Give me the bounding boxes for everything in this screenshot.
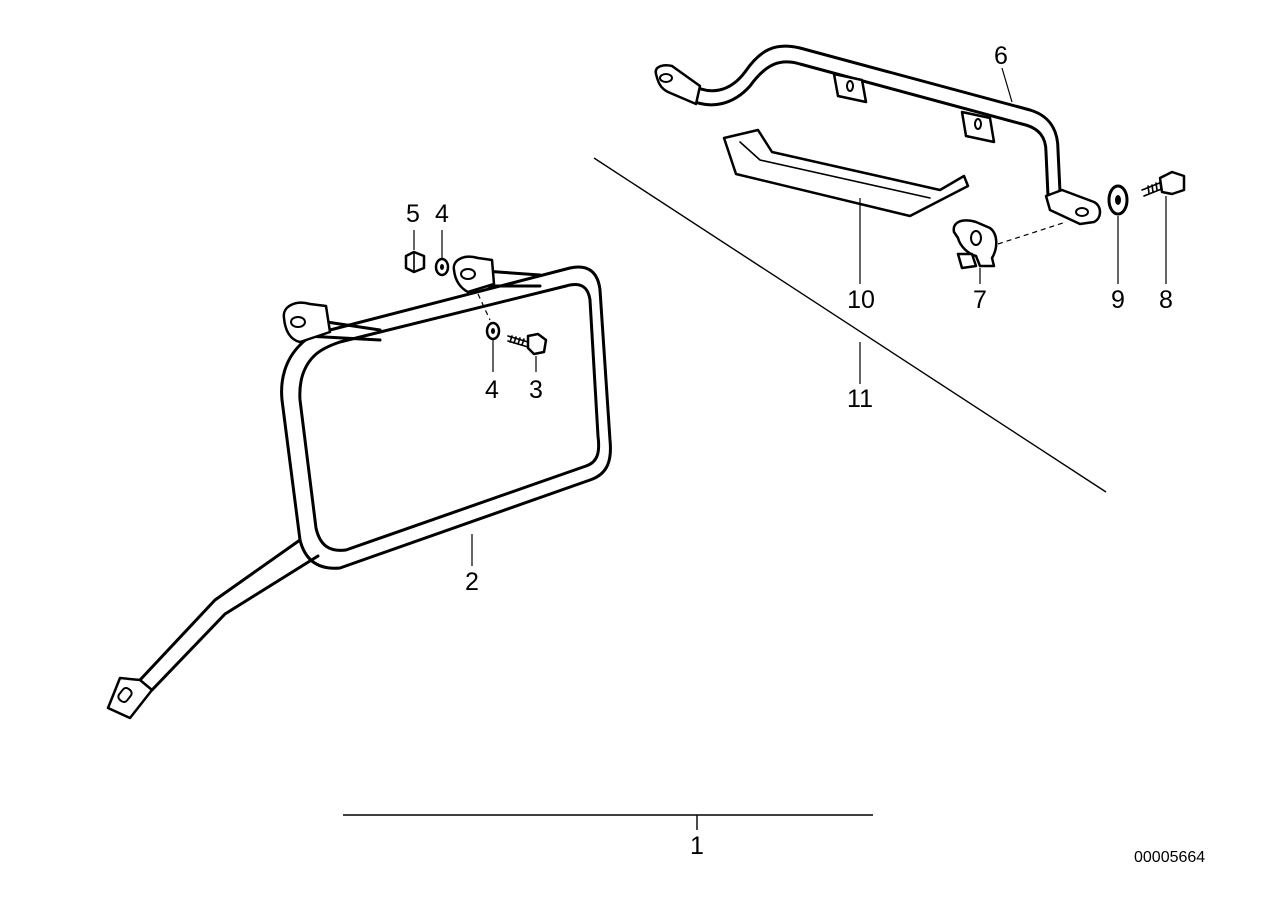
- label-9: 9: [1111, 286, 1125, 314]
- hex-nut: [404, 250, 426, 274]
- pannier-frame: [106, 255, 612, 720]
- label-4-upper: 4: [435, 200, 449, 228]
- washer-lower: [485, 321, 501, 341]
- alignment-line-right: [997, 221, 1067, 245]
- label-8: 8: [1159, 286, 1173, 314]
- hex-bolt-right: [1141, 170, 1186, 197]
- carrier-bracket: [654, 44, 1102, 226]
- hex-bolt-left: [507, 332, 548, 356]
- label-1: 1: [690, 832, 704, 860]
- support-plate: [722, 128, 970, 218]
- label-4-lower: 4: [485, 376, 499, 404]
- alignment-line-left: [477, 293, 491, 321]
- label-7: 7: [973, 286, 987, 314]
- leader-6: [1001, 67, 1013, 103]
- drawing-number: 00005664: [1134, 849, 1205, 866]
- label-3: 3: [529, 376, 543, 404]
- label-11: 11: [847, 385, 873, 413]
- label-2: 2: [465, 568, 479, 596]
- group-separator-line: [593, 157, 1107, 493]
- label-10: 10: [847, 286, 875, 314]
- rubber-washer: [1107, 184, 1129, 216]
- washer-upper: [434, 257, 450, 277]
- label-5: 5: [406, 200, 420, 228]
- clip: [952, 219, 998, 270]
- label-6: 6: [994, 42, 1008, 70]
